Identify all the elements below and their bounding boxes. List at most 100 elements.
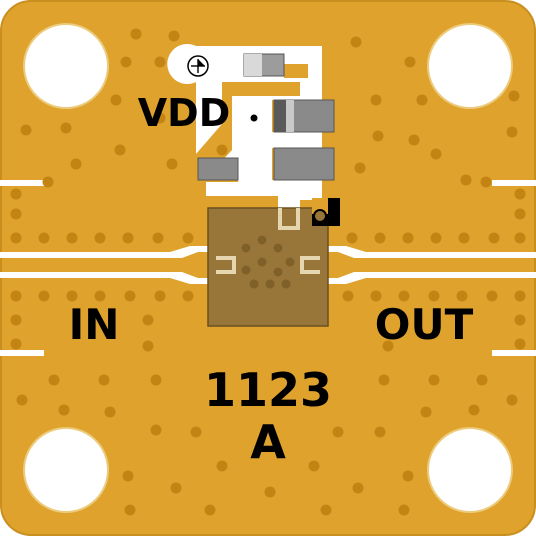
ground-via xyxy=(154,290,166,302)
edge-gap-right-lower xyxy=(492,350,536,356)
pin1-dot xyxy=(313,209,327,223)
ground-via xyxy=(428,290,440,302)
bias-copper-pad-small xyxy=(284,64,308,78)
ground-via xyxy=(166,158,178,170)
thermal-via xyxy=(281,279,291,289)
ground-via xyxy=(352,482,364,494)
ground-via xyxy=(506,394,518,406)
ground-via xyxy=(514,338,526,350)
ground-via xyxy=(42,176,54,188)
ground-via xyxy=(264,486,276,498)
ground-via xyxy=(152,232,164,244)
chip-bias-pad xyxy=(278,208,300,230)
ground-via xyxy=(402,470,414,482)
ground-via xyxy=(48,374,60,386)
thermal-via xyxy=(241,243,251,253)
ground-via xyxy=(342,290,354,302)
ground-via xyxy=(124,290,136,302)
ground-via xyxy=(428,374,440,386)
mounting-hole-bottom-left xyxy=(23,427,109,513)
thermal-via xyxy=(257,257,267,267)
ground-via xyxy=(514,314,526,326)
chip-thermal-vias xyxy=(241,235,295,289)
ground-via xyxy=(370,290,382,302)
vdd-label: VDD xyxy=(138,91,231,135)
ground-via xyxy=(514,232,526,244)
ground-via xyxy=(204,504,216,516)
amplifier-chip xyxy=(207,198,340,327)
ground-via xyxy=(488,232,500,244)
capacitor-c2 xyxy=(273,99,335,133)
thermal-via xyxy=(265,279,275,289)
ground-via xyxy=(104,406,116,418)
ground-via xyxy=(506,126,518,138)
edge-gap-right-upper xyxy=(492,180,536,186)
capacitor-c1-terminal xyxy=(244,54,262,76)
ground-via xyxy=(468,404,480,416)
ground-via xyxy=(458,232,470,244)
ground-via xyxy=(38,290,50,302)
ground-via xyxy=(416,94,428,106)
ground-via xyxy=(370,94,382,106)
capacitor-c3 xyxy=(273,147,335,181)
ground-via xyxy=(150,424,162,436)
mounting-holes xyxy=(23,23,513,513)
ground-via xyxy=(10,314,22,326)
ground-via xyxy=(154,112,166,124)
part-number-label: 1123 xyxy=(204,363,332,417)
capacitor-c2-highlight xyxy=(286,100,294,132)
thermal-via xyxy=(273,267,283,277)
ground-via xyxy=(420,406,432,418)
rf-gap-right-bottom xyxy=(308,272,536,284)
revision-label: A xyxy=(250,415,286,469)
ground-via xyxy=(94,232,106,244)
thermal-via xyxy=(257,235,267,245)
ground-via xyxy=(10,188,22,200)
ground-via xyxy=(154,56,166,68)
ground-via xyxy=(124,504,136,516)
ground-via xyxy=(456,290,468,302)
rf-gap-left-top xyxy=(0,246,228,258)
ground-via xyxy=(374,426,386,438)
rf-gap-right-top xyxy=(308,246,536,258)
ground-via xyxy=(486,290,498,302)
ground-via xyxy=(10,208,22,220)
bias-via-mark-fill xyxy=(198,59,205,66)
ground-via xyxy=(66,290,78,302)
bias-copper-island-left xyxy=(196,82,300,196)
rf-transmission-line xyxy=(0,180,536,356)
ground-via xyxy=(374,232,386,244)
ground-via xyxy=(182,232,194,244)
ground-via xyxy=(378,374,390,386)
ground-via xyxy=(354,162,366,174)
ground-via xyxy=(514,188,526,200)
ground-via xyxy=(216,144,228,156)
capacitor-c2-terminal-left xyxy=(274,100,288,132)
ground-via xyxy=(350,36,362,48)
ground-via xyxy=(508,90,520,102)
ground-via xyxy=(514,208,526,220)
ground-via xyxy=(122,232,134,244)
ground-via xyxy=(130,28,142,40)
ground-via xyxy=(142,340,154,352)
ground-via xyxy=(142,314,154,326)
ground-via xyxy=(382,340,394,352)
pin1-marker-notch xyxy=(312,198,328,214)
ground-via xyxy=(182,290,194,302)
ground-via xyxy=(70,158,82,170)
ground-via xyxy=(10,338,22,350)
ground-via xyxy=(480,176,492,188)
thermal-via xyxy=(249,279,259,289)
mounting-hole-top-left xyxy=(23,23,109,109)
ground-via xyxy=(114,144,126,156)
capacitor-c3-body xyxy=(273,147,335,181)
chip-rf-in-pad xyxy=(216,256,236,274)
ground-via xyxy=(430,232,442,244)
ground-via xyxy=(94,290,106,302)
ground-via xyxy=(514,290,526,302)
ground-via xyxy=(38,232,50,244)
ground-via xyxy=(346,232,358,244)
capacitor-c4 xyxy=(197,157,239,181)
ground-via xyxy=(320,504,332,516)
